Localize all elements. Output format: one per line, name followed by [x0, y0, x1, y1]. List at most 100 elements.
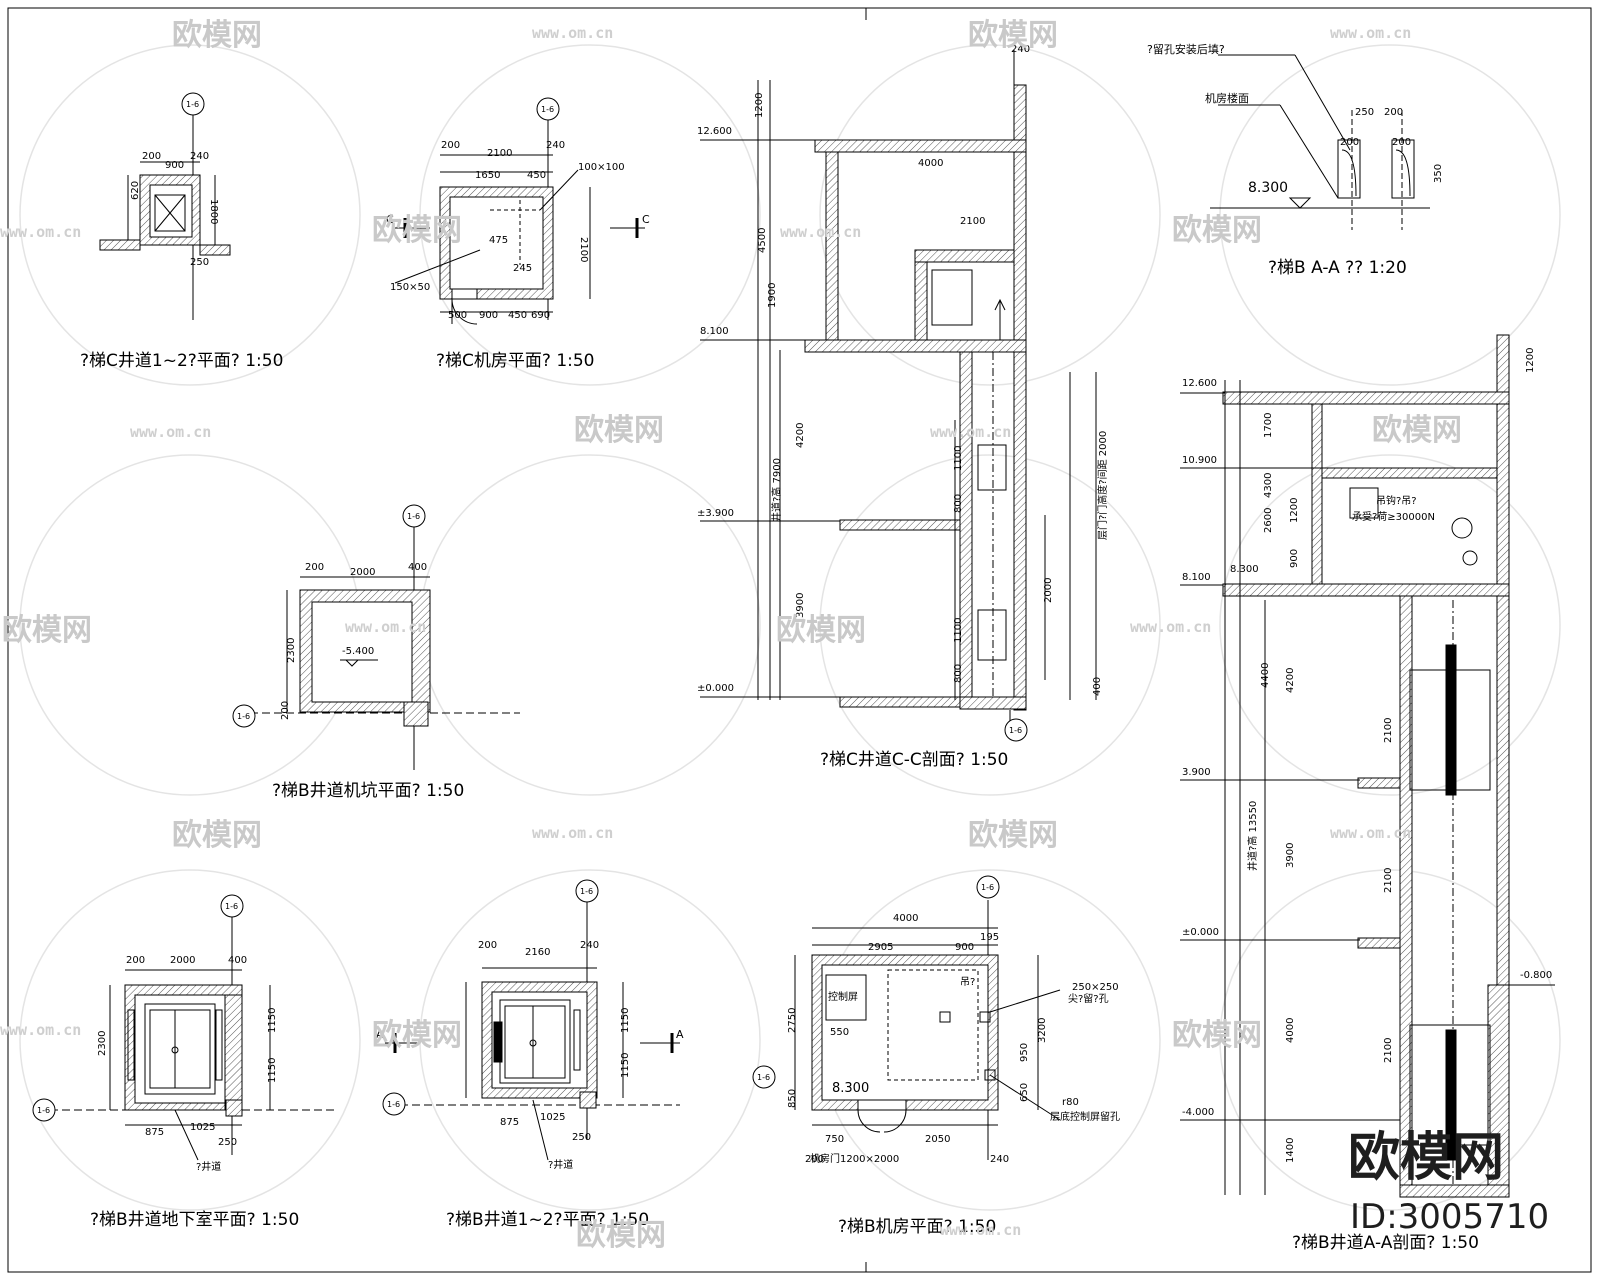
watermark-logo: 欧模网: [968, 18, 1058, 53]
dim-4500: 4500: [757, 228, 768, 253]
watermark-logo: 欧模网: [372, 1018, 462, 1053]
section-marker-c: C: [642, 213, 650, 226]
level-10900: 10.900: [1182, 455, 1217, 466]
note-control-hole: 层底控制屏留孔: [1050, 1110, 1120, 1123]
shaft-height-b: 井道?高 13550: [1246, 801, 1259, 871]
watermark-url: www.om.cn: [1130, 618, 1211, 636]
dim-750: 750: [825, 1134, 844, 1145]
dim-200: 200: [441, 140, 460, 151]
control-room-label: 控制屏: [828, 990, 858, 1003]
watermark-url: www.om.cn: [1330, 24, 1411, 42]
axis-tag: 1-6: [541, 105, 554, 114]
dim-4200: 4200: [795, 423, 806, 448]
b-machine-room-plan: [752, 875, 1061, 1160]
watermark-url: www.om.cn: [532, 824, 613, 842]
note-hole-250-b: 尖?留?孔: [1068, 992, 1109, 1005]
section-marker-c: C: [386, 213, 394, 226]
watermark-url: www.om.cn: [940, 1221, 1021, 1239]
dim-400: 400: [408, 562, 427, 573]
note-hole-fill: ?留孔安装后填?: [1147, 42, 1225, 56]
dim-150x50: 150×50: [390, 282, 430, 293]
dim-450: 450: [508, 310, 527, 321]
dim-4300: 4300: [1263, 473, 1274, 498]
level-12600: 12.600: [697, 126, 732, 137]
level--0800: -0.800: [1520, 970, 1552, 981]
note-pit: ?井道: [548, 1158, 573, 1171]
watermark-url: www.om.cn: [0, 223, 81, 241]
corner-watermark-logo: 欧模网: [1348, 1128, 1504, 1188]
dim-2750: 2750: [787, 1008, 798, 1033]
c-section-title: ?梯C井道C-C剖面? 1:50: [820, 750, 1008, 770]
watermark-logo: 欧模网: [372, 213, 462, 248]
shaft-height-c: 井道?高 7900: [770, 458, 783, 522]
dim-2100: 2100: [1383, 1038, 1394, 1063]
b-aa-detail: [1210, 54, 1430, 230]
dim-400: 400: [1092, 677, 1103, 696]
dim-550: 550: [830, 1027, 849, 1038]
note-hook: 吊钩?吊?: [1376, 495, 1417, 507]
dim-4000: 4000: [918, 158, 943, 169]
dim-400: 400: [228, 955, 247, 966]
note-hole-250: 250×250: [1072, 982, 1119, 993]
level-8100: 8.100: [1182, 572, 1211, 583]
c-shaft-plan: [99, 92, 231, 320]
dim-2000: 2000: [350, 567, 375, 578]
dim-2000: 2000: [1043, 578, 1054, 603]
dim-475: 475: [489, 235, 508, 246]
b-aa-detail-title: ?梯B A-A ?? 1:20: [1268, 258, 1407, 278]
dim-620: 620: [130, 181, 141, 200]
b-shaft-plan: [382, 879, 680, 1161]
dim-245: 245: [513, 263, 532, 274]
watermark-logo: 欧模网: [172, 818, 262, 853]
dim-240: 240: [190, 151, 209, 162]
dim-1150: 1150: [620, 1053, 631, 1078]
door-height-note-c: 层门?门高度?间距 2000: [1096, 431, 1109, 540]
b-shaft-plan-title: ?梯B井道1~2?平面? 1:50: [446, 1210, 649, 1230]
dim-200: 200: [805, 1154, 824, 1165]
dim-450: 450: [527, 170, 546, 181]
dim-4400: 4400: [1260, 663, 1271, 688]
dim-650: 650: [1019, 1083, 1030, 1102]
dim-2100-v: 2100: [578, 237, 589, 262]
dim-875: 875: [145, 1127, 164, 1138]
dim-850: 850: [787, 1089, 798, 1108]
dim-1100: 1100: [953, 618, 964, 643]
dim-250: 250: [572, 1132, 591, 1143]
dim-200: 200: [305, 562, 324, 573]
dim-2300: 2300: [97, 1031, 108, 1056]
dim-900: 900: [1289, 549, 1300, 568]
axis-tag: 1-6: [387, 1100, 400, 1109]
watermark-logo: 欧模网: [1172, 1018, 1262, 1053]
axis-tag: 1-6: [981, 883, 994, 892]
dim-350: 350: [1433, 164, 1444, 183]
dim-1650: 1650: [475, 170, 500, 181]
note-load: 承受?荷≥30000N: [1352, 511, 1435, 523]
dim-500: 500: [448, 310, 467, 321]
dim-1900: 1900: [767, 283, 778, 308]
dim-4000: 4000: [893, 913, 918, 924]
watermark-logo: 欧模网: [1172, 213, 1262, 248]
dim-200: 200: [142, 151, 161, 162]
c-machine-room-plan: [394, 97, 645, 325]
dim-2100: 2100: [1383, 718, 1394, 743]
note-hook-b: 吊?: [960, 976, 975, 988]
c-machine-room-title: ?梯C机房平面? 1:50: [436, 351, 595, 371]
axis-tag: 1-6: [37, 1106, 50, 1115]
dim-3900: 3900: [795, 593, 806, 618]
section-marker-a: A: [376, 1028, 384, 1041]
dim-200: 200: [1392, 137, 1411, 148]
dim-1150: 1150: [267, 1058, 278, 1083]
dim-690: 690: [531, 310, 550, 321]
axis-tag: 1-6: [237, 712, 250, 721]
note-b-door: 机房门1200×2000: [810, 1152, 899, 1165]
dim-200: 200: [1340, 137, 1359, 148]
dim-1200: 1200: [1289, 498, 1300, 523]
dim-1025: 1025: [540, 1112, 565, 1123]
dim-1400: 1400: [1285, 1138, 1296, 1163]
dim-100x100: 100×100: [578, 162, 625, 173]
level-8300: 8.300: [832, 1081, 869, 1096]
level-8100: 8.100: [700, 326, 729, 337]
dim-1200: 1200: [754, 93, 765, 118]
dim-4000: 4000: [1285, 1018, 1296, 1043]
